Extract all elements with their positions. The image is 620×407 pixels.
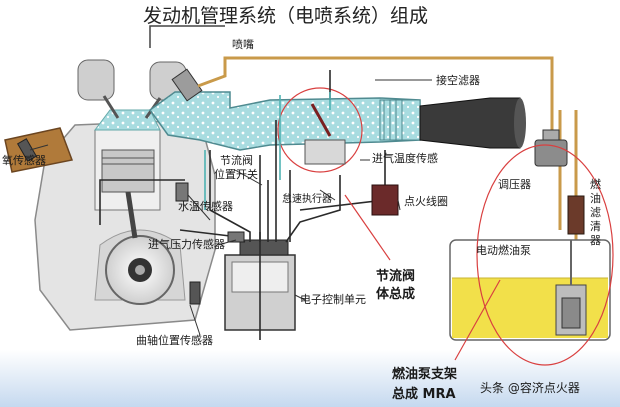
label-crank-sensor: 曲轴位置传感器 bbox=[136, 333, 213, 347]
coolant-sensor bbox=[175, 182, 189, 202]
label-injector: 喷嘴 bbox=[232, 38, 254, 51]
watermark: 头条 @容济点火器 bbox=[480, 380, 580, 395]
label-coolant-temp: 水温传感器 bbox=[178, 200, 233, 213]
idle-actuator bbox=[304, 139, 346, 165]
pressure-regulator bbox=[534, 129, 568, 167]
label-o2-sensor: 氧传感器 bbox=[2, 153, 46, 167]
label-intake-temp: 进气温度传感 bbox=[372, 151, 438, 165]
label-fuel-filter-3: 滤 bbox=[590, 206, 601, 219]
label-regulator: 调压器 bbox=[498, 178, 531, 191]
label-fuel-filter-2: 油 bbox=[590, 191, 601, 205]
label-ecu: 电子控制单元 bbox=[300, 292, 366, 306]
label-fuel-filter-1: 燃 bbox=[590, 177, 601, 191]
crank-sensor bbox=[189, 281, 201, 305]
label-throttle-body-1: 节流阀 bbox=[376, 268, 415, 284]
pump-highlight bbox=[476, 144, 614, 366]
fuel-tank bbox=[449, 239, 611, 341]
fuel-supply-line bbox=[197, 56, 554, 130]
leader-lines bbox=[29, 79, 432, 336]
label-throttle-switch-2: 位置开关 bbox=[214, 167, 258, 181]
ignition-coil bbox=[371, 184, 399, 216]
label-pump-bracket-1: 燃油泵支架 bbox=[392, 366, 457, 382]
footer-band bbox=[0, 350, 620, 407]
label-fuel-pump: 电动燃油泵 bbox=[476, 243, 531, 257]
red-pointers bbox=[344, 194, 501, 361]
label-fuel-filter-4: 清 bbox=[590, 220, 601, 233]
throttle-plate bbox=[310, 103, 332, 137]
label-fuel-filter-5: 器 bbox=[590, 234, 601, 247]
exhaust-pipe bbox=[4, 127, 74, 173]
map-sensor bbox=[227, 231, 245, 243]
throttle-highlight bbox=[277, 87, 363, 173]
signal-lines bbox=[204, 92, 331, 210]
label-map-sensor: 进气压力传感器 bbox=[148, 237, 225, 251]
label-ignition-coil: 点火线圈 bbox=[404, 194, 448, 208]
label-throttle-body-2: 体总成 bbox=[376, 286, 415, 302]
engine-block bbox=[34, 59, 216, 331]
label-pump-bracket-2: 总成 MRA bbox=[392, 386, 456, 402]
label-air-filter: 接空滤器 bbox=[436, 73, 480, 87]
injector bbox=[149, 25, 225, 102]
label-idle-actuator: 怠速执行器 bbox=[282, 192, 332, 205]
o2-sensor bbox=[16, 138, 38, 162]
intake-manifold bbox=[148, 91, 526, 151]
label-throttle-switch-1: 节流阀 bbox=[220, 153, 253, 167]
fuel-filter bbox=[567, 195, 585, 235]
diagram-title: 发动机管理系统（电喷系统）组成 bbox=[143, 5, 428, 27]
